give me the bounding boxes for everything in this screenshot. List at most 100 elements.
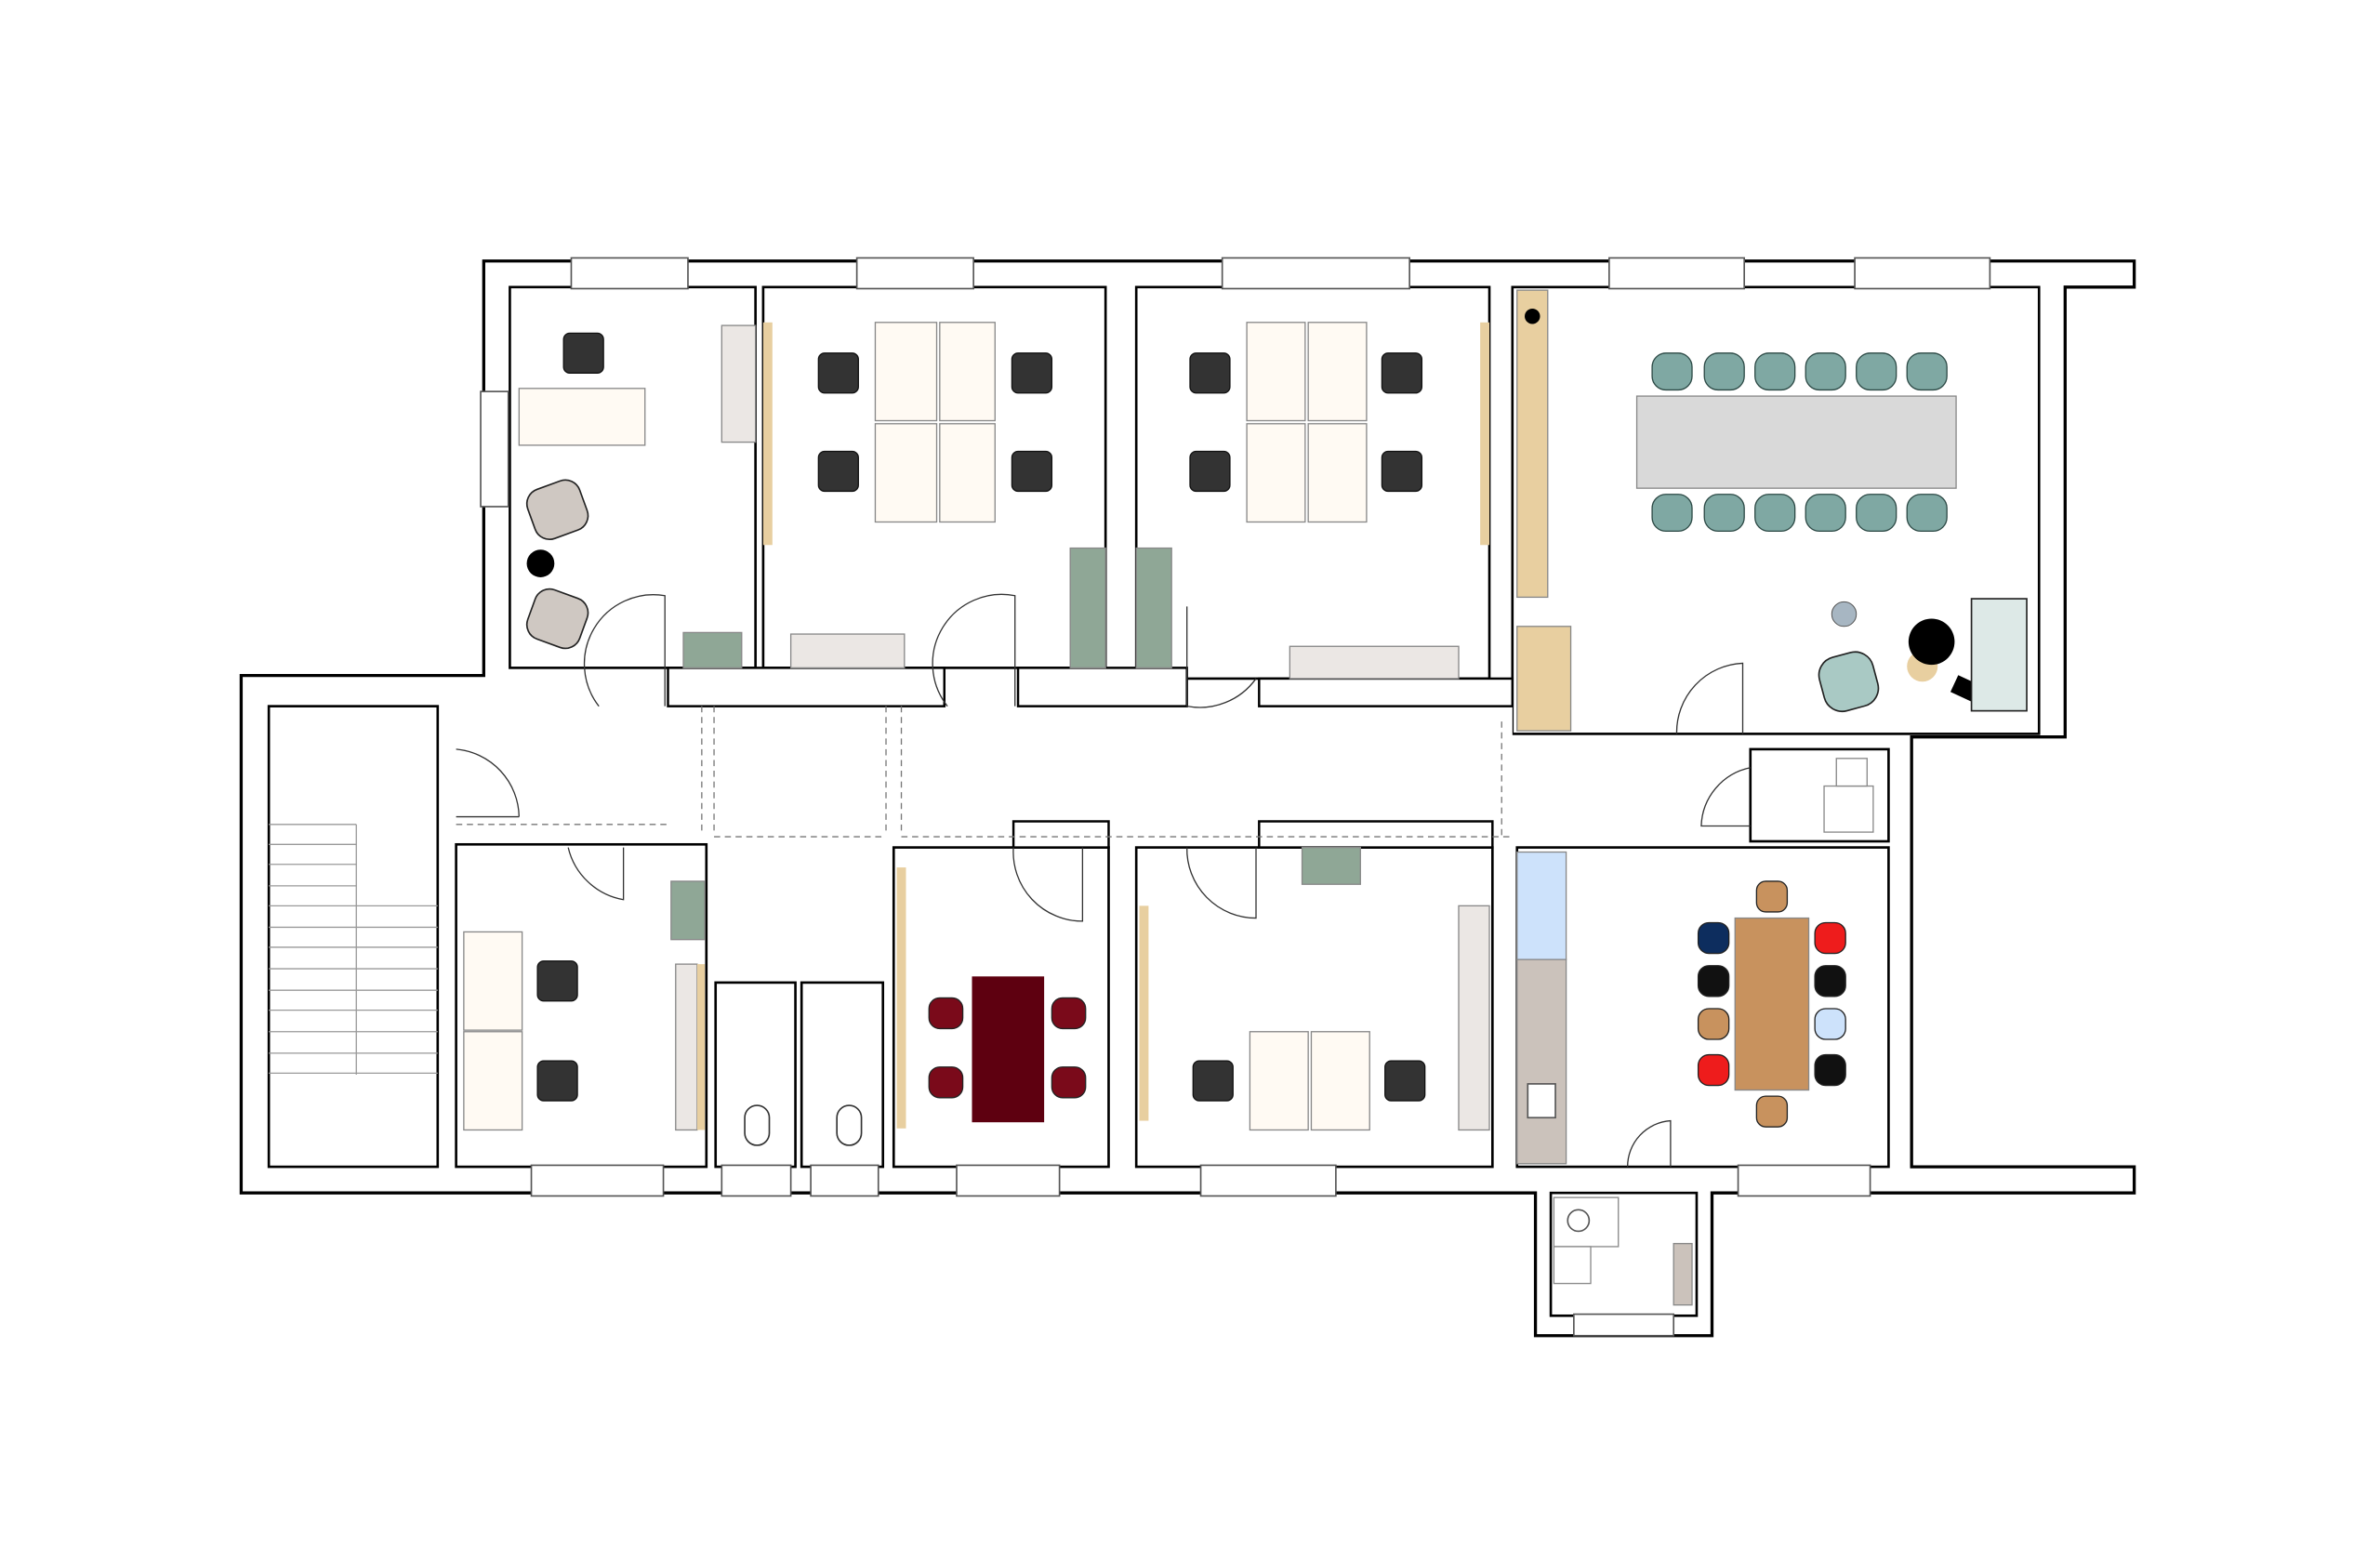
plan-element — [721, 1164, 792, 1197]
plan-element — [1553, 1246, 1592, 1285]
office-chair — [1192, 1060, 1234, 1102]
plan-element — [1675, 662, 1744, 734]
wall-segment — [1016, 667, 1188, 707]
green-cabinet — [682, 631, 743, 669]
plan-element — [456, 706, 1513, 838]
office-chair — [1189, 450, 1231, 493]
wood-wall-unit — [1516, 289, 1549, 599]
windows — [480, 257, 1991, 1337]
plan-element — [1697, 1053, 1730, 1087]
office-chair — [536, 960, 578, 1002]
wood-panel — [762, 322, 773, 546]
office-manager-furniture — [518, 324, 757, 669]
wood-panel — [1139, 905, 1149, 1121]
plan-element — [1246, 423, 1306, 523]
plan-element — [1567, 1209, 1591, 1233]
kitchen-dining — [1515, 846, 1890, 1169]
desk — [518, 388, 646, 446]
plan-element — [1856, 494, 1897, 533]
office-chair — [1381, 352, 1423, 394]
plan-element — [1051, 997, 1087, 1030]
plan-element — [480, 390, 509, 508]
plan-element — [1835, 758, 1868, 787]
plan-element — [1906, 494, 1948, 533]
plan-element — [1814, 921, 1846, 955]
plan-element — [1012, 847, 1084, 922]
plan-element — [928, 997, 964, 1030]
plan-element — [1854, 257, 1991, 290]
green-cabinet — [1301, 846, 1361, 885]
plan-element — [530, 1164, 665, 1197]
plan-element — [1608, 257, 1745, 290]
office-chair — [1384, 1060, 1426, 1102]
plan-element — [1651, 494, 1693, 533]
plan-element — [855, 257, 974, 290]
wall-segment — [1012, 820, 1110, 849]
plan-element — [1525, 308, 1540, 324]
doors — [456, 593, 1751, 1168]
plan-element — [1310, 1031, 1370, 1131]
conference-table — [1635, 395, 1957, 489]
plan-element — [1246, 322, 1306, 422]
wood-panel — [896, 867, 906, 1129]
plan-element — [932, 593, 1016, 707]
storage-cabinet — [789, 633, 906, 669]
plan-element — [570, 257, 689, 290]
plan-element — [1186, 847, 1257, 919]
office-north-1-furniture — [762, 322, 1106, 669]
office-chair — [817, 352, 859, 394]
stairwell — [267, 705, 440, 1169]
plan-element — [1823, 785, 1874, 833]
plan-element — [583, 594, 666, 707]
stairs — [269, 824, 438, 1076]
plan-element — [1573, 1313, 1675, 1337]
plan-element — [1754, 494, 1796, 533]
office-south-1-furniture — [463, 880, 706, 1131]
kitchen-counter — [1516, 958, 1567, 1165]
plan-element — [1805, 352, 1846, 391]
fridge — [1516, 851, 1567, 960]
plan-element — [836, 1104, 863, 1146]
plan-element — [1814, 1008, 1846, 1040]
plan-element — [1051, 1066, 1087, 1099]
dining-table — [1734, 917, 1810, 1091]
lounge-chair — [525, 479, 589, 540]
side-table — [1831, 601, 1858, 628]
office-chair — [536, 1060, 578, 1102]
green-cabinet — [670, 880, 706, 941]
wall-segment — [667, 667, 946, 707]
annex-fixtures — [1553, 1196, 1693, 1306]
wood-wall-unit — [1516, 626, 1572, 732]
storage-cabinet — [1458, 905, 1490, 1131]
plan-element — [1307, 423, 1368, 523]
plan-element — [1697, 1008, 1730, 1040]
plan-element — [956, 1164, 1061, 1197]
plan-element — [810, 1164, 879, 1197]
conference-furniture — [1516, 289, 2028, 732]
storage-cabinet — [721, 324, 757, 443]
plan-element — [456, 748, 520, 818]
plan-element — [744, 1104, 771, 1146]
plan-element — [874, 423, 938, 523]
wall-segment — [1258, 677, 1514, 707]
plan-element — [1856, 352, 1897, 391]
plan-element — [928, 1066, 964, 1099]
plan-element — [1673, 1243, 1693, 1306]
office-chair — [1011, 352, 1053, 394]
office-chair — [562, 332, 604, 374]
wood-panel — [696, 964, 706, 1130]
plan-element — [1814, 1053, 1846, 1087]
sofa — [1970, 598, 2028, 712]
plan-element — [567, 847, 625, 901]
plan-element — [1700, 767, 1751, 827]
storage-cabinet — [1289, 645, 1460, 680]
wood-panel — [1480, 322, 1490, 546]
office-chair — [1381, 450, 1423, 493]
plan-element — [1755, 880, 1789, 913]
plan-element — [1906, 352, 1948, 391]
plan-element — [1697, 965, 1730, 998]
plan-element — [1703, 494, 1745, 533]
sink — [1527, 1083, 1556, 1119]
plan-element — [463, 1031, 523, 1131]
